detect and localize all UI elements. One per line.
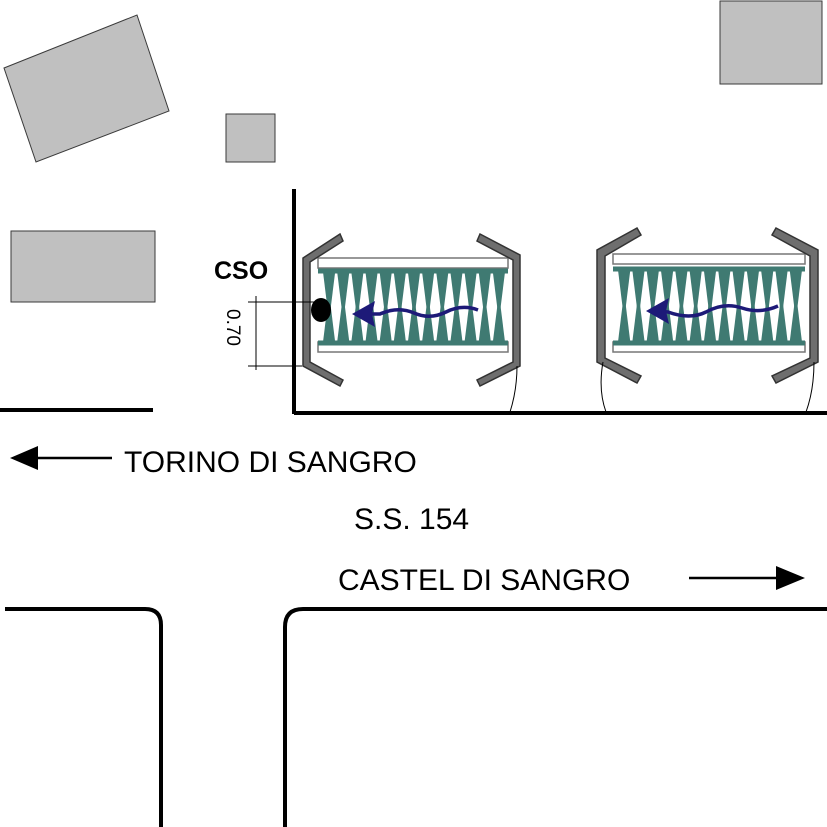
buildings: [3, 0, 823, 303]
tank-tooth-bottom: [618, 292, 631, 342]
unit-1-pipe: [509, 365, 518, 413]
tank-tooth-bottom: [450, 293, 463, 342]
wavy-arrow-left-icon: [352, 298, 779, 327]
building-left: [10, 230, 156, 303]
dimension-label: 0.70: [222, 309, 243, 346]
west-direction-label: TORINO DI SANGRO: [124, 446, 417, 479]
tank-tooth-bottom: [789, 292, 802, 342]
tank-tooth-bottom: [323, 293, 336, 342]
tank-tooth-bottom: [337, 293, 350, 342]
curb-junction-right: [283, 607, 827, 827]
building-small: [225, 113, 276, 163]
tank-tooth-bottom: [646, 292, 659, 342]
treatment-unit-1: [302, 232, 521, 413]
arrow-right-icon: [776, 566, 805, 590]
building-rotated: [3, 14, 170, 163]
tank-tooth-bottom: [492, 293, 505, 342]
unit-1-teeth: [323, 272, 505, 342]
curb-junction-left: [5, 607, 163, 827]
tank-tooth-bottom: [718, 292, 731, 342]
tank-tooth-bottom: [632, 292, 645, 342]
flow-arrow-unit-1: [360, 305, 479, 318]
tank-tooth-bottom: [436, 293, 449, 342]
tank-tooth-bottom: [761, 292, 774, 342]
unit-2-pipe-left: [600, 361, 607, 413]
unit-2-pipe-right: [805, 361, 815, 413]
road-label: S.S. 154: [354, 503, 469, 536]
tank-tooth-bottom: [351, 293, 364, 342]
unit-1-frame-left: [302, 232, 344, 388]
arrow-left-icon: [10, 446, 38, 470]
tank-tooth-bottom: [407, 293, 421, 342]
flow-arrow-unit-1-head: [352, 301, 375, 327]
tank-tooth-bottom: [478, 293, 491, 342]
unit-1-frame-right: [475, 232, 521, 388]
filled-circle-icon: [311, 298, 331, 322]
unit-2-rail-top: [612, 253, 806, 265]
flow-arrow-unit-2-head: [646, 298, 669, 324]
tank-tooth-bottom: [732, 292, 745, 342]
cso-label: CSO: [214, 257, 268, 285]
tank-tooth-bottom: [703, 292, 717, 342]
tank-tooth-bottom: [464, 293, 477, 342]
unit-1-rail-top: [317, 257, 509, 269]
flow-arrow-unit-2: [655, 304, 779, 318]
tank-tooth-bottom: [379, 293, 392, 342]
unit-2-frame-left: [596, 226, 643, 385]
road-labels: TORINO DI SANGRO S.S. 154 CASTEL DI SANG…: [10, 446, 805, 597]
tank-tooth-bottom: [393, 293, 406, 342]
unit-2-frame-right: [770, 227, 819, 384]
cso-group: CSO 0.70: [214, 257, 331, 370]
building-top-right: [719, 0, 823, 85]
tank-tooth-bottom: [746, 292, 760, 342]
tank-tooth-bottom: [775, 292, 788, 342]
east-direction-label: CASTEL DI SANGRO: [338, 564, 630, 597]
treatment-unit-2: [596, 226, 819, 413]
